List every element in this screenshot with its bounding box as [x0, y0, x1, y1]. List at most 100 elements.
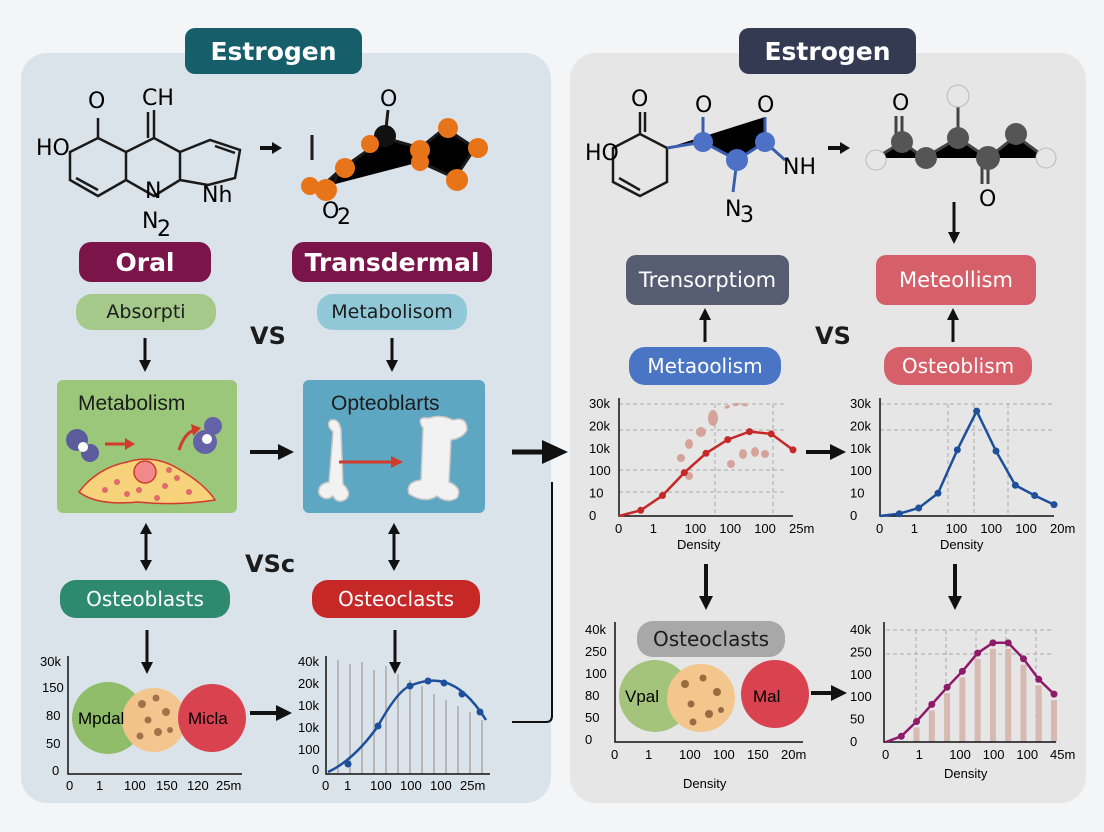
- chart-bar: [989, 648, 996, 742]
- data-point: [915, 504, 923, 512]
- x-tick: 0: [611, 747, 618, 762]
- chart-bar: [913, 727, 920, 742]
- data-point: [897, 732, 905, 740]
- y-tick: 100: [589, 463, 611, 478]
- venn-right-label: Mal: [753, 687, 780, 706]
- venn-xlabel: Density: [683, 776, 727, 791]
- x-tick: 0: [615, 521, 622, 536]
- metabolism-pill: Metabolisom: [317, 294, 467, 330]
- left-title: Estrogen: [185, 28, 362, 74]
- x-tick: 100: [980, 521, 1002, 536]
- x-tick: 20m: [1050, 521, 1075, 536]
- data-point: [1019, 655, 1027, 663]
- chart-bar: [1051, 700, 1057, 742]
- y-tick: 100: [850, 689, 872, 704]
- y-tick: 40k: [850, 622, 871, 637]
- y-tick: 0: [52, 763, 59, 778]
- y-tick: 20k: [850, 418, 871, 433]
- data-point: [746, 428, 753, 436]
- y-tick: 10k: [298, 698, 319, 713]
- arrow-up-icon: [947, 308, 959, 342]
- y-tick: 50: [585, 710, 599, 725]
- y-tick: 150: [42, 680, 64, 695]
- x-tick: 20m: [781, 747, 806, 762]
- series-line: [885, 641, 1055, 744]
- chem2-o2-sub: 2: [337, 205, 351, 230]
- y-tick: 100: [850, 667, 872, 682]
- left-line-chart: 40k 20k 10k 10k 100 0 0 1 100 100 100 25…: [298, 654, 490, 793]
- x-tick: 1: [911, 521, 918, 536]
- y-tick: 0: [589, 508, 596, 523]
- y-tick: 0: [850, 508, 857, 523]
- cell-illustration: [66, 417, 222, 505]
- x-tick: 150: [747, 747, 769, 762]
- data-point: [913, 717, 921, 725]
- metabolism-box-label: Metabolism: [78, 392, 186, 415]
- x-tick: 100: [685, 521, 707, 536]
- chem3-nh: NH: [783, 155, 816, 180]
- chart-bar: [959, 677, 966, 742]
- x-tick: 100: [983, 747, 1005, 762]
- bone-illustration: [317, 415, 468, 503]
- chem1-n: N: [145, 179, 161, 204]
- chem2-o2: O: [322, 199, 339, 224]
- data-point: [928, 700, 936, 708]
- y-tick: 100: [850, 463, 872, 478]
- chem1-ch: CH: [142, 86, 174, 111]
- arrow-down-icon: [386, 338, 398, 372]
- y-tick: 0: [312, 762, 319, 777]
- data-point: [637, 506, 645, 514]
- osteoblism-pill: Osteoblism: [884, 347, 1032, 385]
- x-tick: 100: [1015, 521, 1037, 536]
- x-tick: 0: [66, 778, 73, 793]
- x-tick: 25m: [460, 778, 485, 793]
- absorption-pill: Absorpti: [76, 294, 216, 330]
- y-tick: 10k: [850, 441, 871, 456]
- chem1-ho: HO: [36, 136, 70, 161]
- chart-bar: [1020, 664, 1027, 742]
- transorption-pill: Trensorptiom: [626, 255, 789, 305]
- arrow-up-icon: [699, 308, 711, 342]
- data-point: [958, 667, 966, 675]
- molecule-structure-2: O O O HO NH N 3: [585, 87, 816, 228]
- x-tick: 25m: [789, 521, 814, 536]
- chem3-o2: O: [695, 93, 712, 118]
- data-point: [1031, 491, 1039, 499]
- chem3-n3-sub: 3: [740, 203, 754, 228]
- y-tick: 80: [585, 688, 599, 703]
- y-tick: 40k: [585, 622, 606, 637]
- x-tick: 0: [882, 747, 889, 762]
- left-venn-chart: 30k 150 80 50 0 0 1 100 150 120 25m Mpda…: [40, 654, 246, 793]
- x-tick: 100: [370, 778, 392, 793]
- y-tick: 40k: [298, 654, 319, 669]
- y-tick: 100: [585, 666, 607, 681]
- x-tick: 100: [719, 521, 741, 536]
- y-tick: 50: [46, 736, 60, 751]
- y-tick: 100: [298, 742, 320, 757]
- data-point: [659, 491, 666, 499]
- y-tick: 0: [850, 734, 857, 749]
- series-line: [618, 430, 794, 518]
- arrow-right-icon: [260, 142, 282, 154]
- double-arrow-icon: [140, 523, 152, 571]
- data-point: [702, 449, 710, 457]
- x-tick: 100: [430, 778, 452, 793]
- chart3-xlabel: Density: [944, 766, 988, 781]
- y-tick: 10: [850, 486, 864, 501]
- x-tick: 1: [96, 778, 103, 793]
- arrow-down-icon: [948, 564, 962, 610]
- data-point: [992, 447, 1000, 455]
- y-tick: 10: [589, 486, 603, 501]
- arrow-right-icon: [811, 685, 847, 701]
- chem3-n3: N: [725, 197, 741, 222]
- vs-label-right: VS: [815, 322, 851, 350]
- osteoclasts-pill: Osteoclasts: [312, 580, 480, 618]
- data-point: [1050, 690, 1058, 698]
- data-point: [973, 407, 981, 415]
- chart2-xlabel: Density: [940, 537, 984, 552]
- arrow-right-icon: [828, 142, 850, 154]
- molecule-ball-model-2: O O: [865, 84, 1057, 212]
